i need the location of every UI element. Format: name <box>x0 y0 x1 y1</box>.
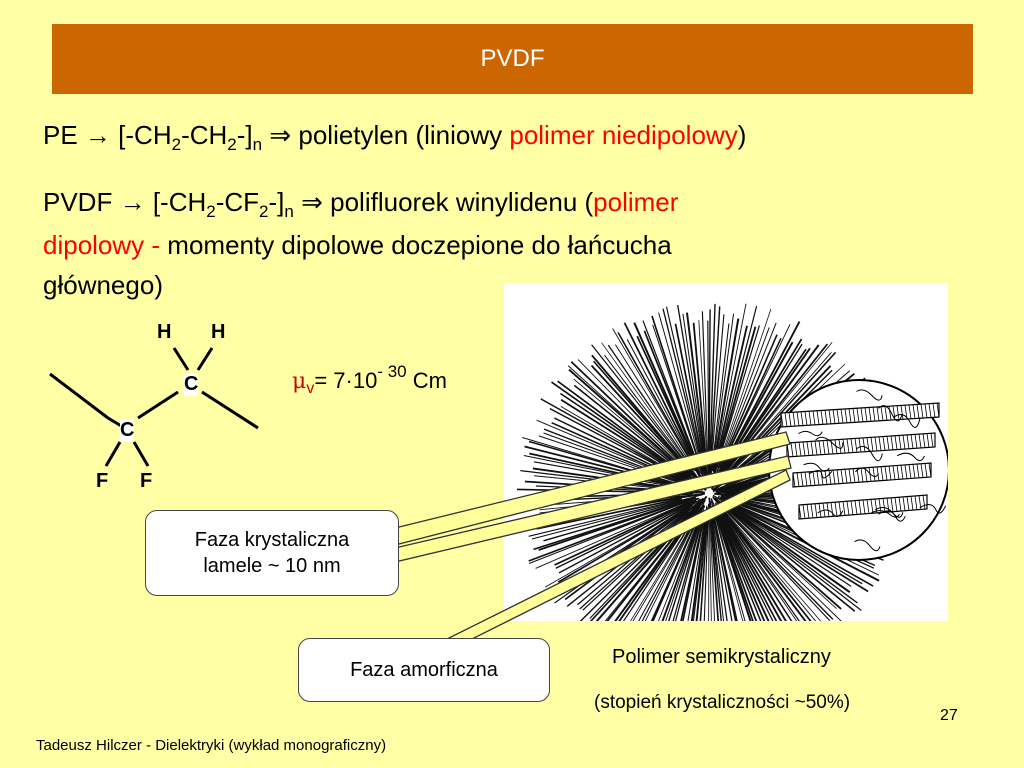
dipole-unit: Cm <box>406 368 447 393</box>
pe-label: PE <box>43 120 78 150</box>
page-title: PVDF <box>480 45 545 72</box>
pvdf-highlight: polimer <box>593 187 679 217</box>
implies-icon: ⇒ <box>269 120 292 150</box>
footer-text: Tadeusz Hilczer - Dielektryki (wykład mo… <box>36 737 387 754</box>
bond <box>196 347 214 371</box>
pvdf-description: głównego) <box>43 270 163 300</box>
callout-amorph-title: Faza amorficzna <box>350 659 498 681</box>
bond <box>104 441 122 467</box>
pe-formula-part: -CH <box>181 120 228 150</box>
dipole-exponent: - 30 <box>377 362 407 381</box>
pvdf-label: PVDF <box>43 187 113 217</box>
page-number: 27 <box>940 707 958 724</box>
callout-crystal-detail: lamele ~ 10 nm <box>203 555 341 577</box>
atom-c: C <box>184 373 199 396</box>
bond <box>137 390 179 420</box>
pe-close: ) <box>737 120 747 150</box>
pe-formula-part: [-CH <box>118 120 172 150</box>
dipole-value: = 7·10 <box>314 368 378 393</box>
pvdf-subscript: n <box>284 202 294 221</box>
callout-crystal: Faza krystaliczna lamele ~ 10 nm <box>145 510 399 596</box>
spherulite-figure <box>504 283 950 686</box>
pvdf-formula-part: [-CH <box>152 187 207 217</box>
spherulite-drawing <box>516 303 950 686</box>
atom-h: H <box>157 321 172 343</box>
dipole-moment: μv= 7·10- 30 Cm <box>292 363 447 398</box>
pe-description: polietylen (liniowy <box>298 120 510 150</box>
pe-highlight: polimer niedipolowy <box>509 120 738 150</box>
atom-h: H <box>211 321 226 343</box>
arrow-icon: → <box>84 120 111 150</box>
pe-subscript: n <box>252 135 263 154</box>
bond <box>49 372 109 420</box>
bond <box>132 441 150 467</box>
figure-caption-detail: (stopień krystaliczności ~50%) <box>594 692 851 713</box>
magnified-lamellae <box>768 379 950 561</box>
pe-line: PE → [-CH2-CH2-]n ⇒ polietylen (liniowy … <box>43 118 747 154</box>
pe-subscript: 2 <box>171 135 182 154</box>
pvdf-formula-part: -CF <box>215 187 260 217</box>
atom-f: F <box>140 470 153 492</box>
mu-subscript: v <box>306 380 315 397</box>
pvdf-line-3: głównego) <box>43 268 163 302</box>
figure-caption: Polimer semikrystaliczny <box>612 646 831 668</box>
bond <box>201 390 259 430</box>
pvdf-line-1: PVDF → [-CH2-CF2-]n ⇒ polifluorek winyli… <box>43 185 679 221</box>
atom-c: C <box>120 419 135 442</box>
callout-crystal-title: Faza krystaliczna <box>194 529 350 551</box>
pvdf-molecule: H H C C F F <box>30 318 280 498</box>
arrow-icon: → <box>119 187 146 217</box>
implies-icon: ⇒ <box>301 187 323 217</box>
bond <box>172 347 190 371</box>
mu-symbol: μ <box>292 369 307 394</box>
pvdf-description: momenty dipolowe doczepione do łańcucha <box>160 230 672 260</box>
pvdf-line-2: dipolowy - momenty dipolowe doczepione d… <box>43 228 672 262</box>
callout-amorph: Faza amorficzna <box>298 638 550 702</box>
title-bar: PVDF <box>52 24 973 94</box>
pvdf-description: polifluorek winylidenu ( <box>330 187 594 217</box>
pe-subscript: 2 <box>227 135 237 154</box>
pvdf-formula-part: -] <box>268 187 285 217</box>
pvdf-subscript: 2 <box>206 202 216 221</box>
pe-formula-part: -] <box>236 120 253 150</box>
pvdf-subscript: 2 <box>259 202 269 221</box>
atom-f: F <box>96 470 109 492</box>
molecule-bonds <box>49 347 259 467</box>
pvdf-highlight: dipolowy - <box>43 230 161 260</box>
